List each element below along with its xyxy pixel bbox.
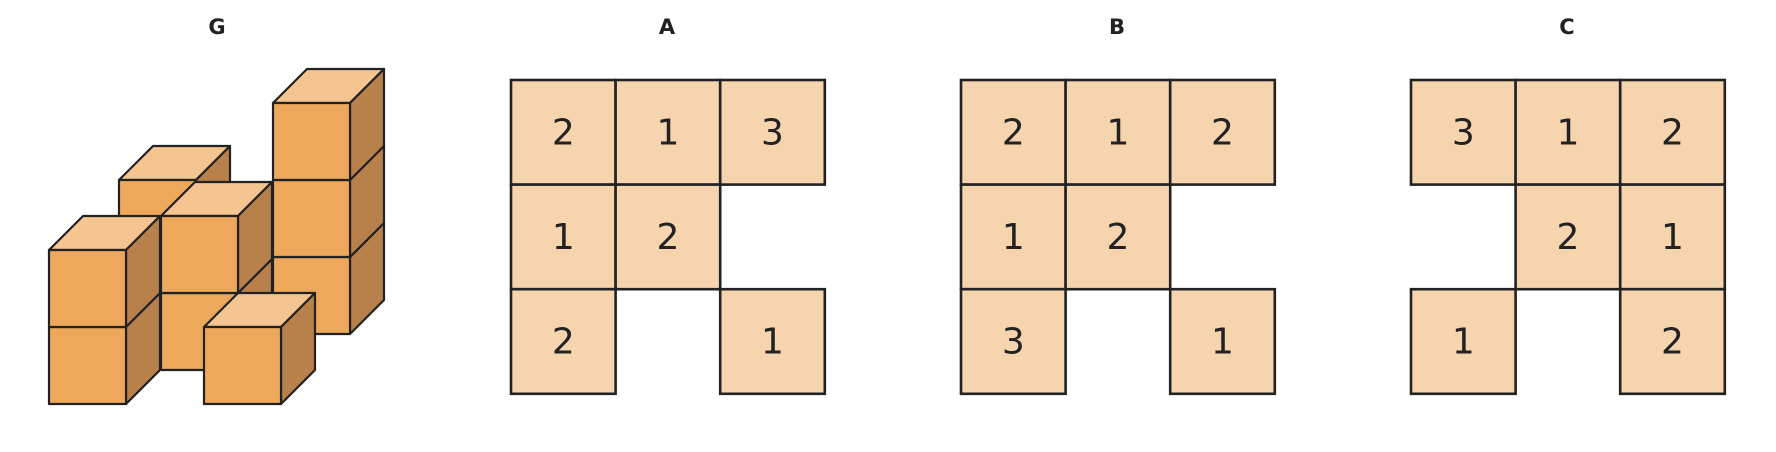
- cell-count-label: 3: [761, 112, 784, 153]
- cell-count-label: 1: [1556, 112, 1579, 153]
- cell-count-label: 1: [552, 217, 575, 258]
- grid-cell: [1064, 78, 1172, 186]
- panel-label-g: G: [208, 15, 225, 39]
- cube-stack: [47, 67, 386, 406]
- cell-count-label: 2: [552, 322, 575, 363]
- cube-front-face: [202, 325, 283, 406]
- cell-count-label: 1: [761, 322, 784, 363]
- grid-view-b: 2 1 2 1 2 3 1: [959, 78, 1277, 396]
- grid-cell: [718, 287, 827, 396]
- cell-count-label: 1: [1106, 112, 1129, 153]
- cell-count-label: 1: [1211, 322, 1234, 363]
- cell-count-label: 2: [1661, 322, 1684, 363]
- grid-cell: [1618, 78, 1727, 186]
- grid-cell: [1409, 287, 1517, 396]
- cube: [159, 180, 274, 295]
- cell-count-label: 2: [552, 112, 575, 153]
- grid-view-c: 3 1 2 2 1 1 2: [1409, 78, 1727, 396]
- grid-cell: [614, 78, 722, 186]
- cell-count-label: 2: [1211, 112, 1234, 153]
- cube-front-face: [47, 325, 128, 406]
- grid-cell: [1409, 78, 1517, 186]
- grid-cell: [509, 287, 617, 396]
- grid-cell: [1064, 183, 1172, 291]
- cell-count-label: 2: [656, 217, 679, 258]
- cell-count-label: 2: [1556, 217, 1579, 258]
- cell-count-label: 3: [1452, 112, 1475, 153]
- cube-front-face: [271, 178, 352, 259]
- panel-label-b: B: [1109, 15, 1125, 39]
- cell-count-label: 1: [1452, 322, 1475, 363]
- cube-front-face: [159, 214, 240, 295]
- panel-label-a: A: [659, 15, 676, 39]
- grid-cell: [1514, 78, 1622, 186]
- grid-view-a: 2 1 3 1 2 2 1: [509, 78, 827, 396]
- grid-cell: [614, 183, 722, 291]
- grid-cell: [1618, 287, 1727, 396]
- grid-cell: [509, 183, 617, 291]
- cell-count-label: 3: [1002, 322, 1025, 363]
- grid-cell: [1168, 287, 1277, 396]
- cell-count-label: 1: [1002, 217, 1025, 258]
- panel-label-c: C: [1559, 15, 1574, 39]
- cell-count-label: 2: [1106, 217, 1129, 258]
- cube: [271, 67, 386, 182]
- grid-cell: [959, 78, 1067, 186]
- cell-count-label: 2: [1661, 112, 1684, 153]
- grid-cell: [718, 78, 827, 186]
- cell-count-label: 1: [1661, 217, 1684, 258]
- cube-front-face: [47, 248, 128, 329]
- grid-cell: [959, 287, 1067, 396]
- cube: [47, 214, 162, 329]
- cube: [202, 291, 317, 406]
- cell-count-label: 2: [1002, 112, 1025, 153]
- grid-cell: [1168, 78, 1277, 186]
- cell-count-label: 1: [656, 112, 679, 153]
- cube-front-face: [271, 101, 352, 182]
